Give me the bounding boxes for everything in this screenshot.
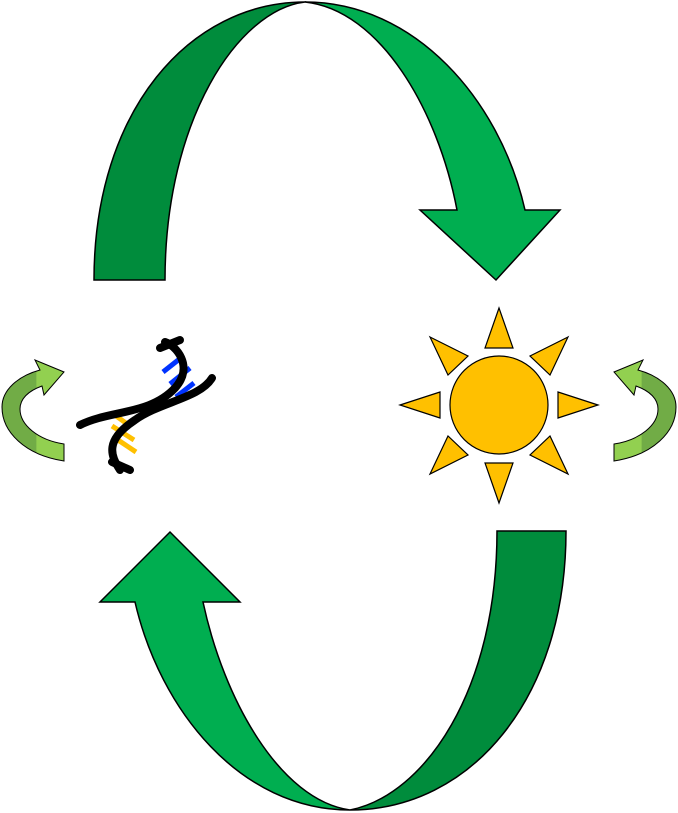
sun-core xyxy=(449,355,549,455)
right-small-arrow-shape xyxy=(613,359,677,462)
sun-ray-bottom-left xyxy=(428,434,470,476)
dna-rung-blue-3 xyxy=(174,381,196,399)
left-small-arrow-shape xyxy=(1,359,65,462)
right-small-arrow xyxy=(613,359,677,462)
bottom-arc-dark-band xyxy=(349,530,567,811)
bottom-arc-light-band xyxy=(98,530,351,811)
sun-ray-top xyxy=(484,306,514,349)
bottom-arc-arrow xyxy=(98,530,567,811)
top-arc-dark-band xyxy=(93,1,306,281)
dna-cap-top xyxy=(156,336,184,352)
dna-strand-1 xyxy=(76,338,188,429)
dna-strand-2 xyxy=(108,374,216,474)
sun-ray-right xyxy=(557,391,600,419)
dna-cap-bottom xyxy=(108,458,134,474)
dna-helix-icon xyxy=(76,336,216,474)
dna-rung-yellow-3 xyxy=(116,437,138,455)
sun-ray-bottom xyxy=(484,462,514,505)
top-arc-arrow xyxy=(93,1,562,282)
sun-icon xyxy=(398,306,600,505)
sun-ray-left xyxy=(398,391,441,419)
sun-ray-top-right xyxy=(528,335,570,377)
left-small-arrow xyxy=(1,359,65,462)
top-arc-light-band xyxy=(304,1,562,282)
sun-ray-bottom-right xyxy=(528,434,570,476)
sun-ray-top-left xyxy=(428,335,470,377)
